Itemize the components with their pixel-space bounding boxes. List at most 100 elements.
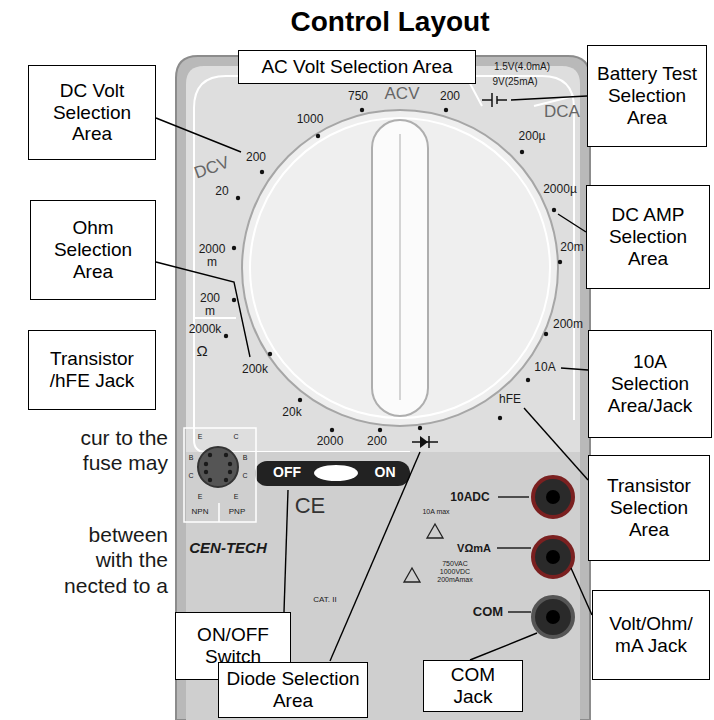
meter-marking: 20m — [560, 241, 583, 254]
leader-line — [524, 408, 588, 480]
meter-marking: hFE — [499, 393, 521, 406]
leader-line — [156, 118, 241, 152]
range-dot — [418, 426, 422, 430]
range-dot — [224, 334, 228, 338]
meter-marking: ON — [375, 465, 396, 480]
callout-text: COM Jack — [429, 664, 517, 708]
battery-symbol — [482, 93, 507, 107]
callout-box: DC Volt Selection Area — [28, 65, 156, 160]
meter-marking: 200k — [242, 363, 268, 376]
range-dot — [268, 352, 272, 356]
page-text: with the — [96, 548, 168, 571]
meter-marking: 200m — [553, 318, 583, 331]
range-dot — [232, 298, 236, 302]
meter-marking: OFF — [273, 465, 301, 480]
callout-box: Transistor Selection Area — [588, 455, 710, 561]
meter-marking: NPN — [192, 508, 209, 517]
meter-marking: 200 m — [195, 292, 225, 318]
dial-knob — [372, 120, 428, 416]
socket-hole — [224, 478, 228, 482]
socket-hole — [208, 453, 212, 457]
power-switch-slider — [314, 465, 358, 481]
range-divider — [466, 76, 574, 106]
warning-triangle — [427, 524, 443, 538]
meter-marking: Ω — [196, 343, 207, 360]
range-dots — [224, 108, 562, 432]
leader-line — [330, 452, 420, 661]
range-dot — [498, 416, 502, 420]
callout-text: Transistor /hFE Jack — [34, 348, 150, 392]
callout-box: DC AMP Selection Area — [586, 185, 710, 289]
dial-rim — [250, 118, 550, 418]
leader-line — [470, 633, 537, 660]
jack-marker-line — [498, 496, 529, 498]
transistor-socket — [198, 447, 238, 487]
leader-line — [571, 568, 592, 615]
leader-line — [561, 368, 588, 370]
meter-marking: 2000k — [189, 323, 222, 336]
input-jack — [533, 537, 573, 577]
knob-ridge — [399, 134, 401, 400]
meter-marking: 2000 m — [195, 243, 229, 269]
socket-holes — [204, 453, 232, 482]
socket-hole — [228, 470, 232, 474]
range-dot — [558, 260, 562, 264]
socket-hole — [224, 453, 228, 457]
warning-triangle — [404, 568, 420, 582]
callout-box: Transistor /hFE Jack — [28, 330, 156, 410]
page-text: cur to the — [80, 426, 168, 449]
diode-symbol — [420, 436, 428, 448]
meter-marking: CEN-TECH — [189, 540, 267, 557]
leader-line — [558, 214, 586, 232]
meter-marking: 200 — [440, 90, 460, 103]
meter-marking: 20 — [215, 185, 228, 198]
meter-marking: 1.5V(4.0mA) — [494, 61, 550, 72]
battery-symbol — [482, 99, 492, 101]
callout-text: Battery Test Selection Area — [593, 63, 701, 129]
meter-marking: 10A — [534, 361, 555, 374]
meter-marking: 9V(25mA) — [492, 76, 537, 87]
meter-marking: E — [198, 433, 203, 441]
range-dot — [552, 208, 556, 212]
callout-text: Ohm Selection Area — [36, 217, 150, 283]
diode-symbol — [412, 436, 438, 448]
page-text: fuse may — [83, 451, 168, 474]
socket-panel — [184, 428, 256, 522]
rotary-dial — [242, 110, 558, 426]
meter-marking: 750VAC 1000VDC 200mAmax — [431, 560, 479, 583]
page-text: between — [89, 523, 168, 546]
range-dot — [544, 332, 548, 336]
socket-hole — [208, 478, 212, 482]
meter-housing — [176, 56, 590, 720]
meter-marking: 10ADC — [450, 491, 489, 504]
callout-text: Transistor Selection Area — [594, 475, 704, 541]
jack-marker-lines — [497, 497, 531, 612]
meter-marking: CE — [295, 494, 326, 518]
battery-symbol — [497, 99, 507, 101]
callout-box: Battery Test Selection Area — [587, 45, 707, 147]
input-jack — [533, 477, 573, 517]
meter-marking: C — [242, 472, 247, 480]
meter-marking: 1000 — [297, 113, 324, 126]
range-dot — [316, 134, 320, 138]
range-dot — [378, 428, 382, 432]
range-dot — [520, 150, 524, 154]
leader-lines — [156, 96, 592, 661]
lower-panel — [186, 452, 580, 720]
meter-marking: C — [233, 433, 238, 441]
meter-marking: DCA — [544, 103, 580, 122]
callout-box: Diode Selection Area — [218, 662, 368, 718]
callout-box: Ohm Selection Area — [30, 200, 156, 300]
input-jack — [533, 597, 573, 637]
socket-hole — [204, 470, 208, 474]
callout-text: DC Volt Selection Area — [34, 80, 150, 146]
meter-marking: 20k — [282, 406, 301, 419]
jack-marker-line — [508, 611, 531, 613]
meter-marking: B — [189, 454, 194, 462]
range-dot — [330, 428, 334, 432]
meter-marking: E — [234, 493, 239, 501]
callout-text: AC Volt Selection Area — [261, 56, 452, 78]
jack-marker-line — [497, 547, 531, 549]
meter-marking: VΩmA — [457, 542, 491, 554]
meter-marking: 2000 — [317, 435, 344, 448]
